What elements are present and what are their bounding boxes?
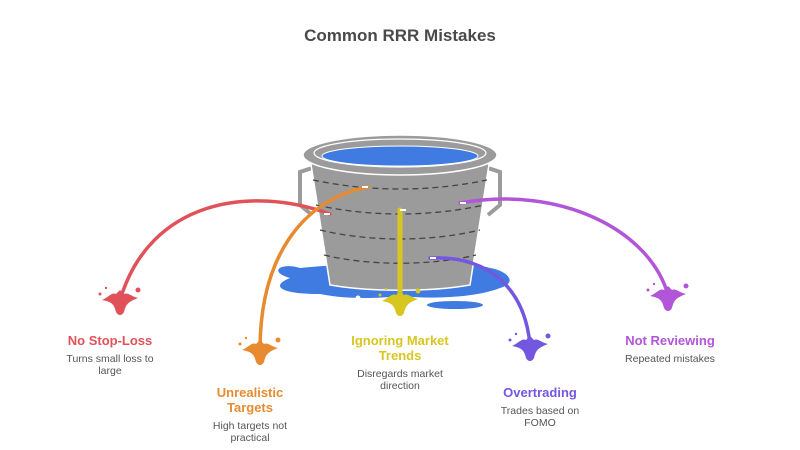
splash-droplet — [646, 288, 650, 292]
splash-icon — [382, 291, 418, 316]
mistake-description: Disregards market direction — [357, 368, 443, 392]
splash-droplet — [652, 282, 656, 286]
water-drop — [427, 301, 483, 309]
bucket-handle-right — [486, 166, 502, 217]
splash-droplet — [384, 287, 388, 291]
splash-droplet — [545, 333, 551, 339]
splash-droplet — [514, 332, 518, 336]
mistake-title: Not Reviewing — [625, 333, 715, 348]
splash-droplet — [275, 337, 281, 343]
leak-stream — [428, 256, 532, 347]
mistake-description: Turns small loss to large — [66, 353, 154, 377]
mistake-title: Unrealistic Targets — [216, 385, 284, 415]
mistake-title: No Stop-Loss — [67, 333, 153, 348]
bucket-water — [321, 145, 479, 167]
splash-droplet — [683, 283, 689, 289]
mistake-not-reviewing: Not Reviewing Repeated mistakes — [610, 333, 730, 365]
splash-icon — [102, 290, 138, 315]
diagram-title: Common RRR Mistakes — [304, 26, 496, 45]
mistake-no-stop-loss: No Stop-Loss Turns small loss to large — [55, 333, 165, 377]
bucket-handle-left — [298, 166, 314, 217]
mistake-description: High targets not practical — [212, 420, 288, 444]
splash-droplet — [415, 288, 421, 294]
mistake-title: Overtrading — [503, 385, 577, 400]
mistake-description: Repeated mistakes — [625, 353, 715, 365]
leak-stream — [118, 199, 332, 302]
splash-icon — [512, 336, 548, 361]
splash-icon — [650, 286, 686, 311]
splash-droplet — [508, 338, 512, 342]
mistake-description: Trades based on FOMO — [500, 405, 580, 429]
mistake-unrealistic-targets: Unrealistic Targets High targets not pra… — [190, 385, 310, 444]
splash-droplet — [104, 286, 108, 290]
mistake-overtrading: Overtrading Trades based on FOMO — [480, 385, 600, 429]
leak-stream — [258, 185, 370, 352]
splash-droplet — [98, 292, 102, 296]
splash-droplet — [378, 293, 382, 297]
mistake-ignoring-market-trends: Ignoring Market Trends Disregards market… — [335, 333, 465, 392]
mistake-title: Ignoring Market Trends — [351, 333, 449, 363]
leak-stream — [458, 197, 670, 297]
splash-droplet — [135, 287, 141, 293]
splash-droplet — [244, 336, 248, 340]
water-bubble — [355, 295, 361, 301]
splash-icon — [242, 340, 278, 365]
splash-droplet — [238, 342, 242, 346]
